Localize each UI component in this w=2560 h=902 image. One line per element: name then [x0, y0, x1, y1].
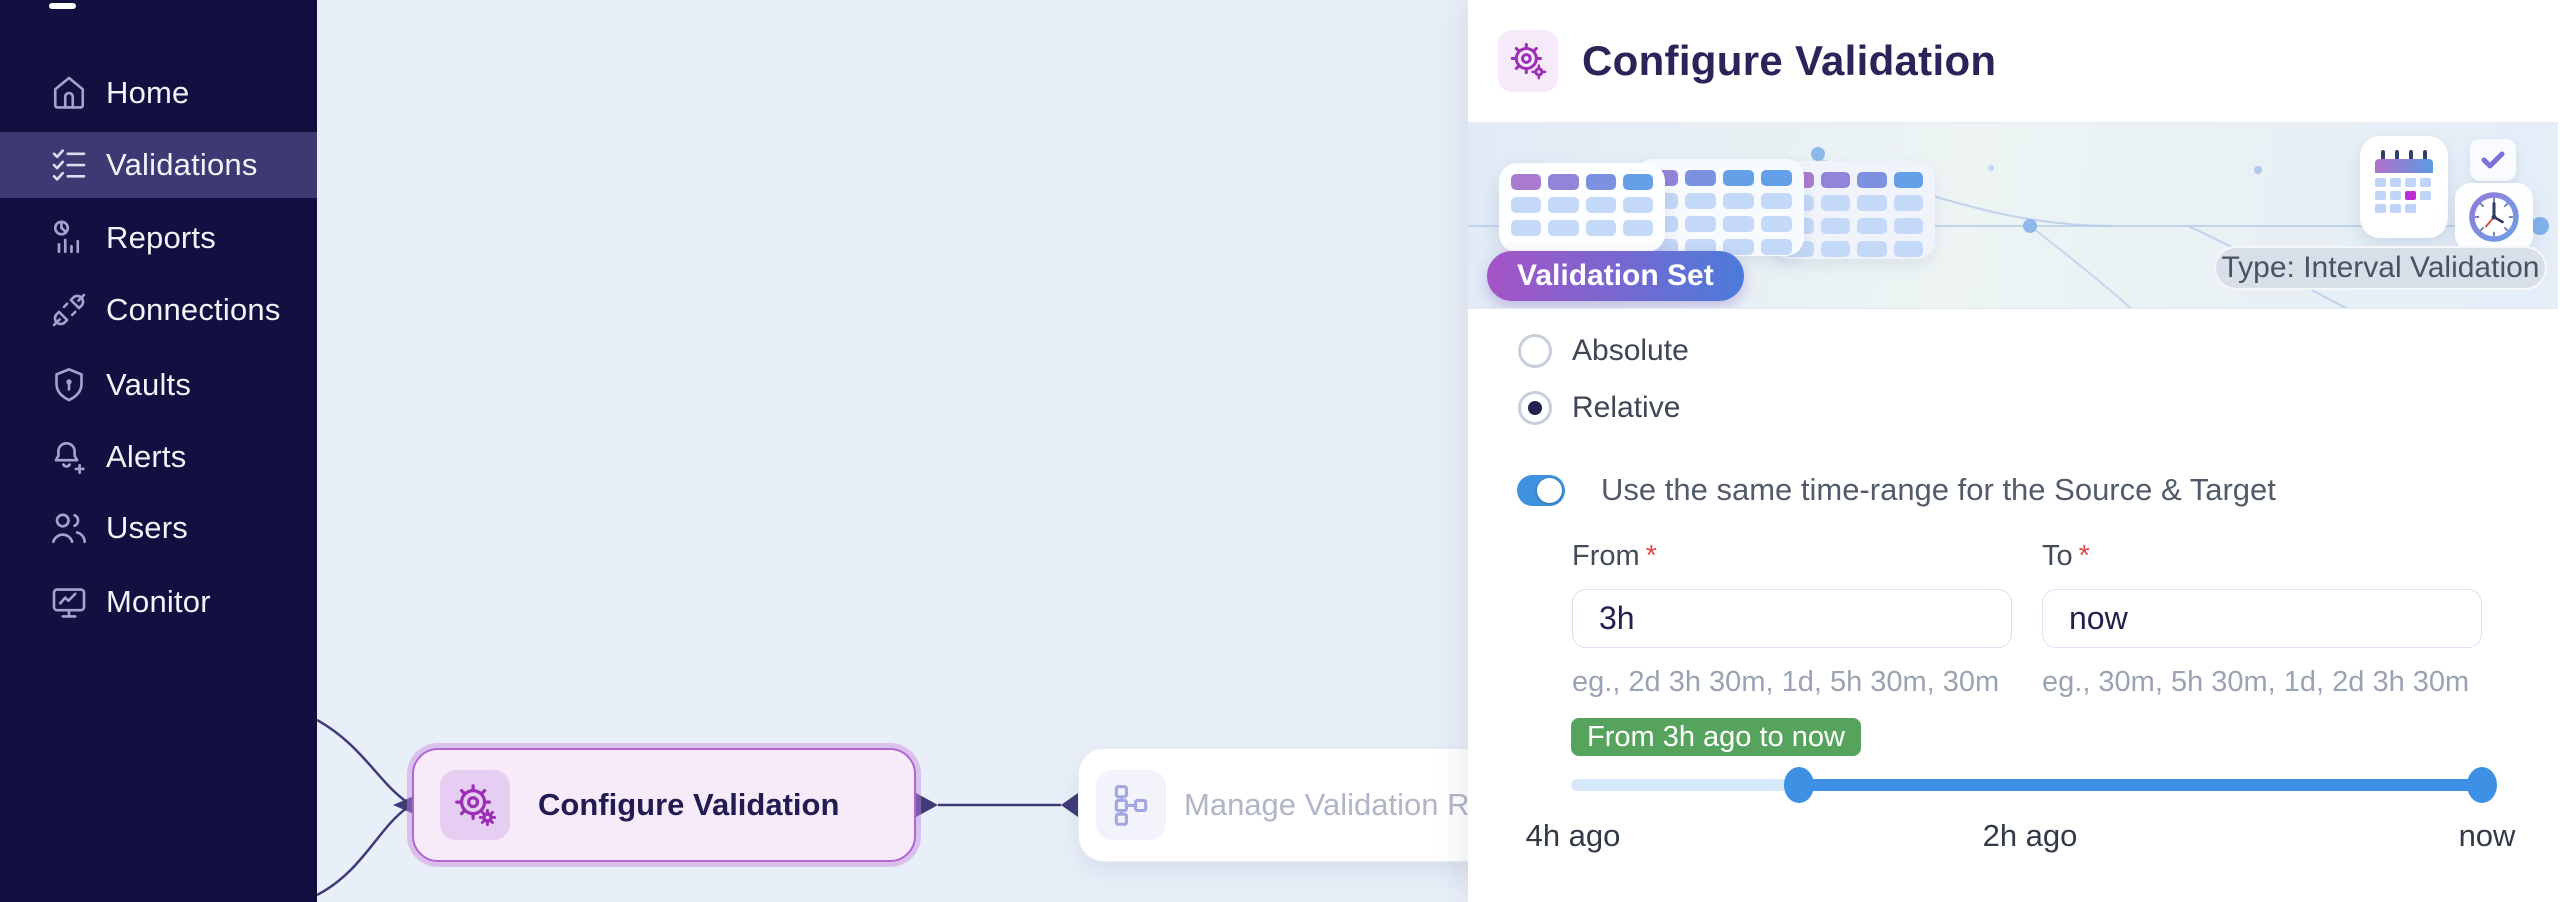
from-input[interactable]: [1572, 589, 2012, 648]
required-asterisk: *: [2078, 540, 2090, 572]
node-configure-validation[interactable]: Configure Validation: [412, 748, 916, 862]
range-summary-badge: From 3h ago to now: [1571, 718, 1861, 756]
node-label: Configure Validation: [538, 787, 840, 822]
gear-icon: [1510, 42, 1547, 80]
node-label: Manage Validation R: [1184, 787, 1468, 822]
slider-handle-to[interactable]: [2467, 767, 2497, 803]
checklist-icon: [52, 149, 86, 181]
bar-chart-icon: [53, 220, 80, 254]
sidebar-item-home[interactable]: Home: [0, 61, 317, 125]
bell-plus-icon: [54, 441, 85, 474]
radio-button[interactable]: [1518, 391, 1552, 425]
plug-icon: [52, 293, 86, 327]
sidebar-item-label: Monitor: [106, 584, 211, 619]
sidebar-item-vaults[interactable]: Vaults: [0, 353, 317, 417]
panel-header: Configure Validation: [1468, 0, 2560, 122]
from-field: From* eg., 2d 3h 30m, 1d, 5h 30m, 30m: [1572, 540, 2012, 699]
validation-set-badge: Validation Set: [1487, 251, 1744, 301]
sidebar-item-label: Validations: [106, 147, 258, 182]
validation-type-badge: Type: Interval Validation: [2214, 246, 2547, 290]
slider-track-unselected[interactable]: [1571, 779, 1799, 791]
users-icon: [52, 513, 86, 544]
to-field: To* eg., 30m, 5h 30m, 1d, 2d 3h 30m: [2042, 540, 2482, 699]
clock-icon: [2455, 183, 2533, 251]
same-range-toggle-row: Use the same time-range for the Source &…: [1517, 472, 2276, 508]
sidebar-item-label: Home: [106, 75, 190, 110]
radio-label: Absolute: [1572, 334, 1689, 367]
header-icon-box: [1498, 30, 1558, 92]
sidebar-item-alerts[interactable]: Alerts: [0, 425, 317, 489]
to-hint: eg., 30m, 5h 30m, 1d, 2d 3h 30m: [2042, 666, 2470, 698]
node-icon-box: [1096, 770, 1166, 840]
radio-option-absolute[interactable]: Absolute: [1518, 334, 1689, 368]
sidebar-item-validations[interactable]: Validations: [0, 132, 317, 198]
radio-option-relative[interactable]: Relative: [1518, 391, 1680, 425]
toggle-label: Use the same time-range for the Source &…: [1601, 472, 2276, 507]
validation-banner: Validation Set: [1468, 122, 2558, 309]
node-manage-validation[interactable]: Manage Validation R: [1078, 748, 1468, 862]
slider-track-selected[interactable]: [1799, 779, 2487, 791]
slider-label-start: 4h ago: [1525, 818, 1621, 853]
monitor-icon: [52, 588, 86, 618]
slider-label-mid: 2h ago: [1982, 818, 2078, 853]
sidebar-item-users[interactable]: Users: [0, 496, 317, 560]
workflow-canvas[interactable]: Configure Validation Manage Validation R: [317, 0, 1468, 902]
sidebar-item-label: Users: [106, 510, 188, 545]
sidebar-item-label: Alerts: [106, 439, 187, 474]
slider-label-end: now: [2458, 818, 2516, 853]
node-icon-box: [440, 770, 510, 840]
page-title: Configure Validation: [1582, 37, 1997, 84]
to-label: To: [2042, 540, 2073, 572]
table-card: [1499, 163, 1665, 252]
gear-icon: [455, 784, 497, 827]
sidebar-item-connections[interactable]: Connections: [0, 278, 317, 342]
radio-button[interactable]: [1518, 334, 1552, 368]
slider-handle-from[interactable]: [1784, 767, 1814, 803]
calendar-icon: [2360, 136, 2448, 238]
sidebar-item-monitor[interactable]: Monitor: [0, 570, 317, 634]
to-input[interactable]: [2042, 589, 2482, 648]
sidebar-item-reports[interactable]: Reports: [0, 206, 317, 270]
check-icon: [2470, 139, 2516, 181]
hierarchy-icon: [1114, 785, 1148, 826]
sidebar-item-label: Vaults: [106, 367, 192, 402]
menu-collapse-icon[interactable]: [49, 3, 76, 9]
sidebar-item-label: Reports: [106, 220, 216, 255]
configure-validation-panel: Configure Validation: [1468, 0, 2560, 902]
required-asterisk: *: [1645, 540, 1657, 572]
radio-label: Relative: [1572, 391, 1681, 424]
shield-icon: [55, 368, 83, 402]
from-label: From: [1572, 540, 1640, 572]
home-icon: [53, 76, 85, 109]
sidebar: Home Validations Reports: [0, 0, 317, 902]
same-range-toggle[interactable]: [1517, 474, 1565, 506]
from-hint: eg., 2d 3h 30m, 1d, 5h 30m, 30m: [1572, 666, 2000, 698]
sidebar-item-label: Connections: [106, 292, 281, 327]
